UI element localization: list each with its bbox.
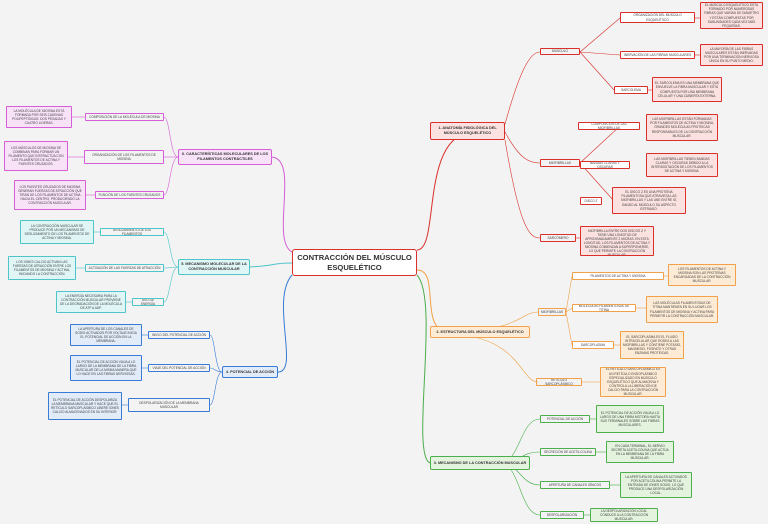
branch1-bandas[interactable]: BANDAS CLARAS Y OSCURAS	[580, 161, 630, 169]
branch1-sarcolema-desc: EL SARCOLEMA ES UNA MEMBRANA QUE ENVUELV…	[652, 77, 722, 102]
branch5-energia[interactable]: USO DE ENERGÍA	[132, 298, 164, 306]
branch3-acetil[interactable]: SECRECIÓN DE ACETILCOLINA	[540, 448, 596, 456]
branch1-bandas-desc: LAS MIOFIBRILLAS TIENEN BANDAS CLARAS Y …	[646, 153, 718, 177]
branch1-miofibrillas[interactable]: MIOFIBRILLAS	[540, 159, 580, 167]
branch5-activacion[interactable]: ACTIVACIÓN DE LAS FUERZAS DE ATRACCIÓN	[85, 264, 164, 272]
branch1-sarcomero-desc: LA SARCÓMERA ES LA PORCIÓN DE LA MIOFIBR…	[580, 226, 654, 256]
branch3-despol-desc: LA DESPOLARIZACIÓN LOCAL CONDUCE A LA CO…	[590, 508, 658, 522]
branch5-activacion-desc: LOS IONES CALCIO ACTIVAN LAS FUERZAS DE …	[8, 256, 76, 280]
branch3-despol[interactable]: DESPOLARIZACIÓN	[540, 511, 584, 519]
branch3-title[interactable]: 3. MECANISMO DE LA CONTRACCIÓN MUSCULAR	[430, 456, 530, 470]
branch1-fibras-inerv[interactable]: INERVACIÓN DE LAS FIBRAS MUSCULARES	[620, 51, 695, 59]
branch2-sarcoplasma-desc: EL SARCOPLASMA ES EL FLUIDO INTRACELULAR…	[620, 331, 684, 359]
branch1-fibras[interactable]: FIBRAS DEL MÚSCULO ESQUELÉTICO	[540, 48, 580, 55]
branch1-fibras-org[interactable]: ORGANIZACIÓN DEL MÚSCULO ESQUELÉTICO	[620, 12, 695, 23]
branch2-titina[interactable]: MOLÉCULAS FILAMENTOSAS DE TITINA	[572, 304, 636, 312]
branch4-despol[interactable]: DESPOLARIZACIÓN DE LA MEMBRANA MUSCULAR	[128, 398, 210, 412]
link-branch6	[271, 156, 293, 253]
branch2-filamentos[interactable]: FILAMENTOS DE ACTINA Y MIOSINA	[572, 272, 664, 280]
branch6-title[interactable]: 6. CARACTERÍSTICAS MOLECULARES DE LOS FI…	[178, 149, 272, 165]
branch6-funcion[interactable]: FUNCIÓN DE LOS PUENTES CRUZADOS	[95, 191, 164, 199]
branch4-inicio[interactable]: INICIO DEL POTENCIAL DE ACCIÓN	[148, 331, 210, 339]
branch2-reticulo[interactable]: RETÍCULO SARCOPLÁSMICO	[536, 378, 582, 386]
branch2-sarcoplasma[interactable]: SARCOPLASMA	[572, 341, 614, 349]
branch3-canales-desc: LA APERTURA DE CANALES ACTIVADOS POR ACE…	[620, 472, 692, 498]
branch3-potencial[interactable]: POTENCIAL DE ACCIÓN	[540, 415, 590, 423]
branch1-miof-comp[interactable]: COMPOSICIÓN DE LAS MIOFIBRILLAS	[578, 122, 640, 130]
link-branch2	[416, 269, 446, 333]
branch2-title[interactable]: 2. ESTRUCTURA DEL MÚSCULO ESQUELÉTICO	[430, 326, 530, 338]
branch2-titina-desc: LAS MOLÉCULAS FILAMENTOSAS DE TITINA MAN…	[646, 296, 718, 323]
branch2-reticulo-desc: EL RETÍCULO SARCOPLÁSMICO ES UN RETÍCULO…	[600, 367, 666, 397]
branch5-desliz-desc: LA CONTRACCIÓN MUSCULAR SE PRODUCE POR U…	[20, 220, 94, 244]
branch6-comp[interactable]: COMPOSICIÓN DE LA MOLÉCULA DE MIOSINA	[85, 113, 164, 121]
branch5-energia-desc: LA ENERGÍA NECESARIA PARA LA CONTRACCIÓN…	[56, 291, 126, 313]
branch4-viaje[interactable]: VIAJE DEL POTENCIAL DE ACCIÓN	[148, 364, 210, 372]
branch6-funcion-desc: LOS PUENTES CRUZADOS DE MIOSINA GENERAN …	[14, 180, 86, 210]
branch5-desliz[interactable]: DESLIZAMIENTO DE LOS FILAMENTOS	[100, 228, 164, 236]
branch4-viaje-desc: EL POTENCIAL DE ACCIÓN VIAJA A LO LARGO …	[70, 355, 142, 381]
branch2-filamentos-desc: LOS FILAMENTOS DE ACTINA Y MIOSINA SON L…	[668, 264, 736, 286]
link-branch4	[277, 274, 293, 373]
branch4-inicio-desc: LA APERTURA DE LOS CANALES DE SODIO ACTI…	[70, 324, 142, 346]
branch2-miofibrillas[interactable]: MIOFIBRILLAS	[538, 308, 566, 316]
branch5-title[interactable]: 5. MECANISMO MOLECULAR DE LA CONTRACCIÓN…	[178, 259, 250, 275]
branch1-discoz-desc: EL DISCO Z ES UNA PROTEÍNA FILAMENTOSA Q…	[612, 187, 686, 214]
central-topic[interactable]: CONTRACCIÓN DEL MÚSCULO ESQUELÉTICO	[292, 249, 417, 276]
branch6-org-desc: LOS MÚSCULOS DE MIOSINA SE COMBINAN PARA…	[4, 141, 68, 171]
branch1-fibras-org-desc: EL MÚSCULO ESQUELÉTICO ESTÁ FORMADO POR …	[700, 2, 763, 29]
branch6-comp-desc: LA MOLÉCULA DE MIOSINA ESTÁ FORMADA POR …	[6, 106, 72, 128]
branch4-despol-desc: EL POTENCIAL DE ACCIÓN DESPOLARIZA LA ME…	[48, 392, 122, 420]
branch1-discoz[interactable]: DISCO Z	[580, 197, 602, 205]
branch1-miof-comp-desc: LAS MIOFIBRILLAS ESTÁN FORMADAS POR FILA…	[646, 114, 718, 141]
branch1-sarcomero[interactable]: SARCÓMERO	[540, 234, 576, 242]
branch6-org[interactable]: ORGANIZACIÓN DE LOS FILAMENTOS DE MIOSIN…	[84, 150, 164, 164]
branch1-title[interactable]: 1. ANATOMÍA FISIOLÓGICA DEL MÚSCULO ESQU…	[430, 122, 505, 140]
branch1-sarcolema[interactable]: SARCOLEMA	[614, 86, 648, 94]
branch3-potencial-desc: EL POTENCIAL DE ACCIÓN VIAJA A LO LARGO …	[596, 405, 664, 433]
branch4-title[interactable]: 4. POTENCIAL DE ACCIÓN	[222, 366, 278, 378]
branch3-canales[interactable]: APERTURA DE CANALES IÓNICOS	[540, 481, 610, 489]
link-branch5	[249, 262, 293, 268]
link-branch1	[416, 131, 471, 251]
branch1-fibras-inerv-desc: LA MAYORÍA DE LAS FIBRAS MUSCULARES ESTÁ…	[700, 44, 763, 66]
link-branch3	[416, 274, 431, 464]
branch3-acetil-desc: EN CADA TERMINAL, EL NERVIO SECRETA ACET…	[606, 441, 674, 463]
